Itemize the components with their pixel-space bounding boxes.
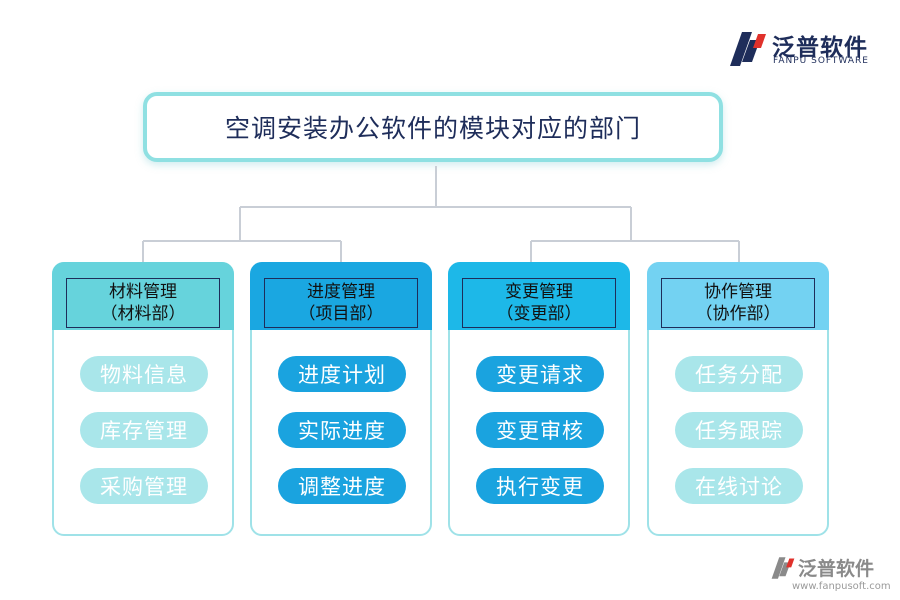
brand-name: 泛普软件 — [772, 35, 868, 61]
column-header: 协作管理 （协作部） — [661, 278, 815, 328]
fanpu-logo-icon — [730, 32, 766, 66]
watermark-brand-name: 泛普软件 — [798, 558, 875, 580]
brand-logo: 泛普软件 FANPU SOFTWARE — [728, 28, 878, 72]
brand-name-en: FANPU SOFTWARE — [773, 56, 869, 66]
column-header-bg — [448, 262, 630, 330]
module-column-progress: 进度管理 （项目部） 进度计划 实际进度 调整进度 — [250, 262, 432, 536]
module-name: 进度管理 — [307, 282, 375, 302]
title-box: 空调安装办公软件的模块对应的部门 — [143, 92, 723, 162]
function-pill: 在线讨论 — [675, 468, 803, 504]
diagram-title: 空调安装办公软件的模块对应的部门 — [224, 114, 641, 143]
watermark-url: www.fanpusoft.com — [792, 581, 891, 592]
department-name: （变更部） — [496, 304, 582, 324]
function-pill: 采购管理 — [80, 468, 208, 504]
function-pill: 调整进度 — [278, 468, 406, 504]
module-column-collaboration: 协作管理 （协作部） 任务分配 任务跟踪 在线讨论 — [647, 262, 829, 536]
module-name: 变更管理 — [505, 282, 573, 302]
department-name: （项目部） — [298, 304, 384, 324]
column-header-bg — [52, 262, 234, 330]
department-name: （材料部） — [100, 304, 186, 324]
function-pill: 进度计划 — [278, 356, 406, 392]
column-header-bg — [250, 262, 432, 330]
column-header: 进度管理 （项目部） — [264, 278, 418, 328]
function-pill: 任务跟踪 — [675, 412, 803, 448]
function-pill: 实际进度 — [278, 412, 406, 448]
module-name: 材料管理 — [109, 282, 177, 302]
function-pill: 变更请求 — [476, 356, 604, 392]
module-column-change: 变更管理 （变更部） 变更请求 变更审核 执行变更 — [448, 262, 630, 536]
module-column-materials: 材料管理 （材料部） 物料信息 库存管理 采购管理 — [52, 262, 234, 536]
column-header: 变更管理 （变更部） — [462, 278, 616, 328]
column-header: 材料管理 （材料部） — [66, 278, 220, 328]
department-name: （协作部） — [695, 304, 781, 324]
watermark-logo: 泛普软件 www.fanpusoft.com — [770, 554, 894, 596]
module-name: 协作管理 — [704, 282, 772, 302]
column-header-bg — [647, 262, 829, 330]
function-pill: 变更审核 — [476, 412, 604, 448]
function-pill: 库存管理 — [80, 412, 208, 448]
function-pill: 物料信息 — [80, 356, 208, 392]
function-pill: 任务分配 — [675, 356, 803, 392]
fanpu-logo-icon — [771, 557, 795, 579]
function-pill: 执行变更 — [476, 468, 604, 504]
